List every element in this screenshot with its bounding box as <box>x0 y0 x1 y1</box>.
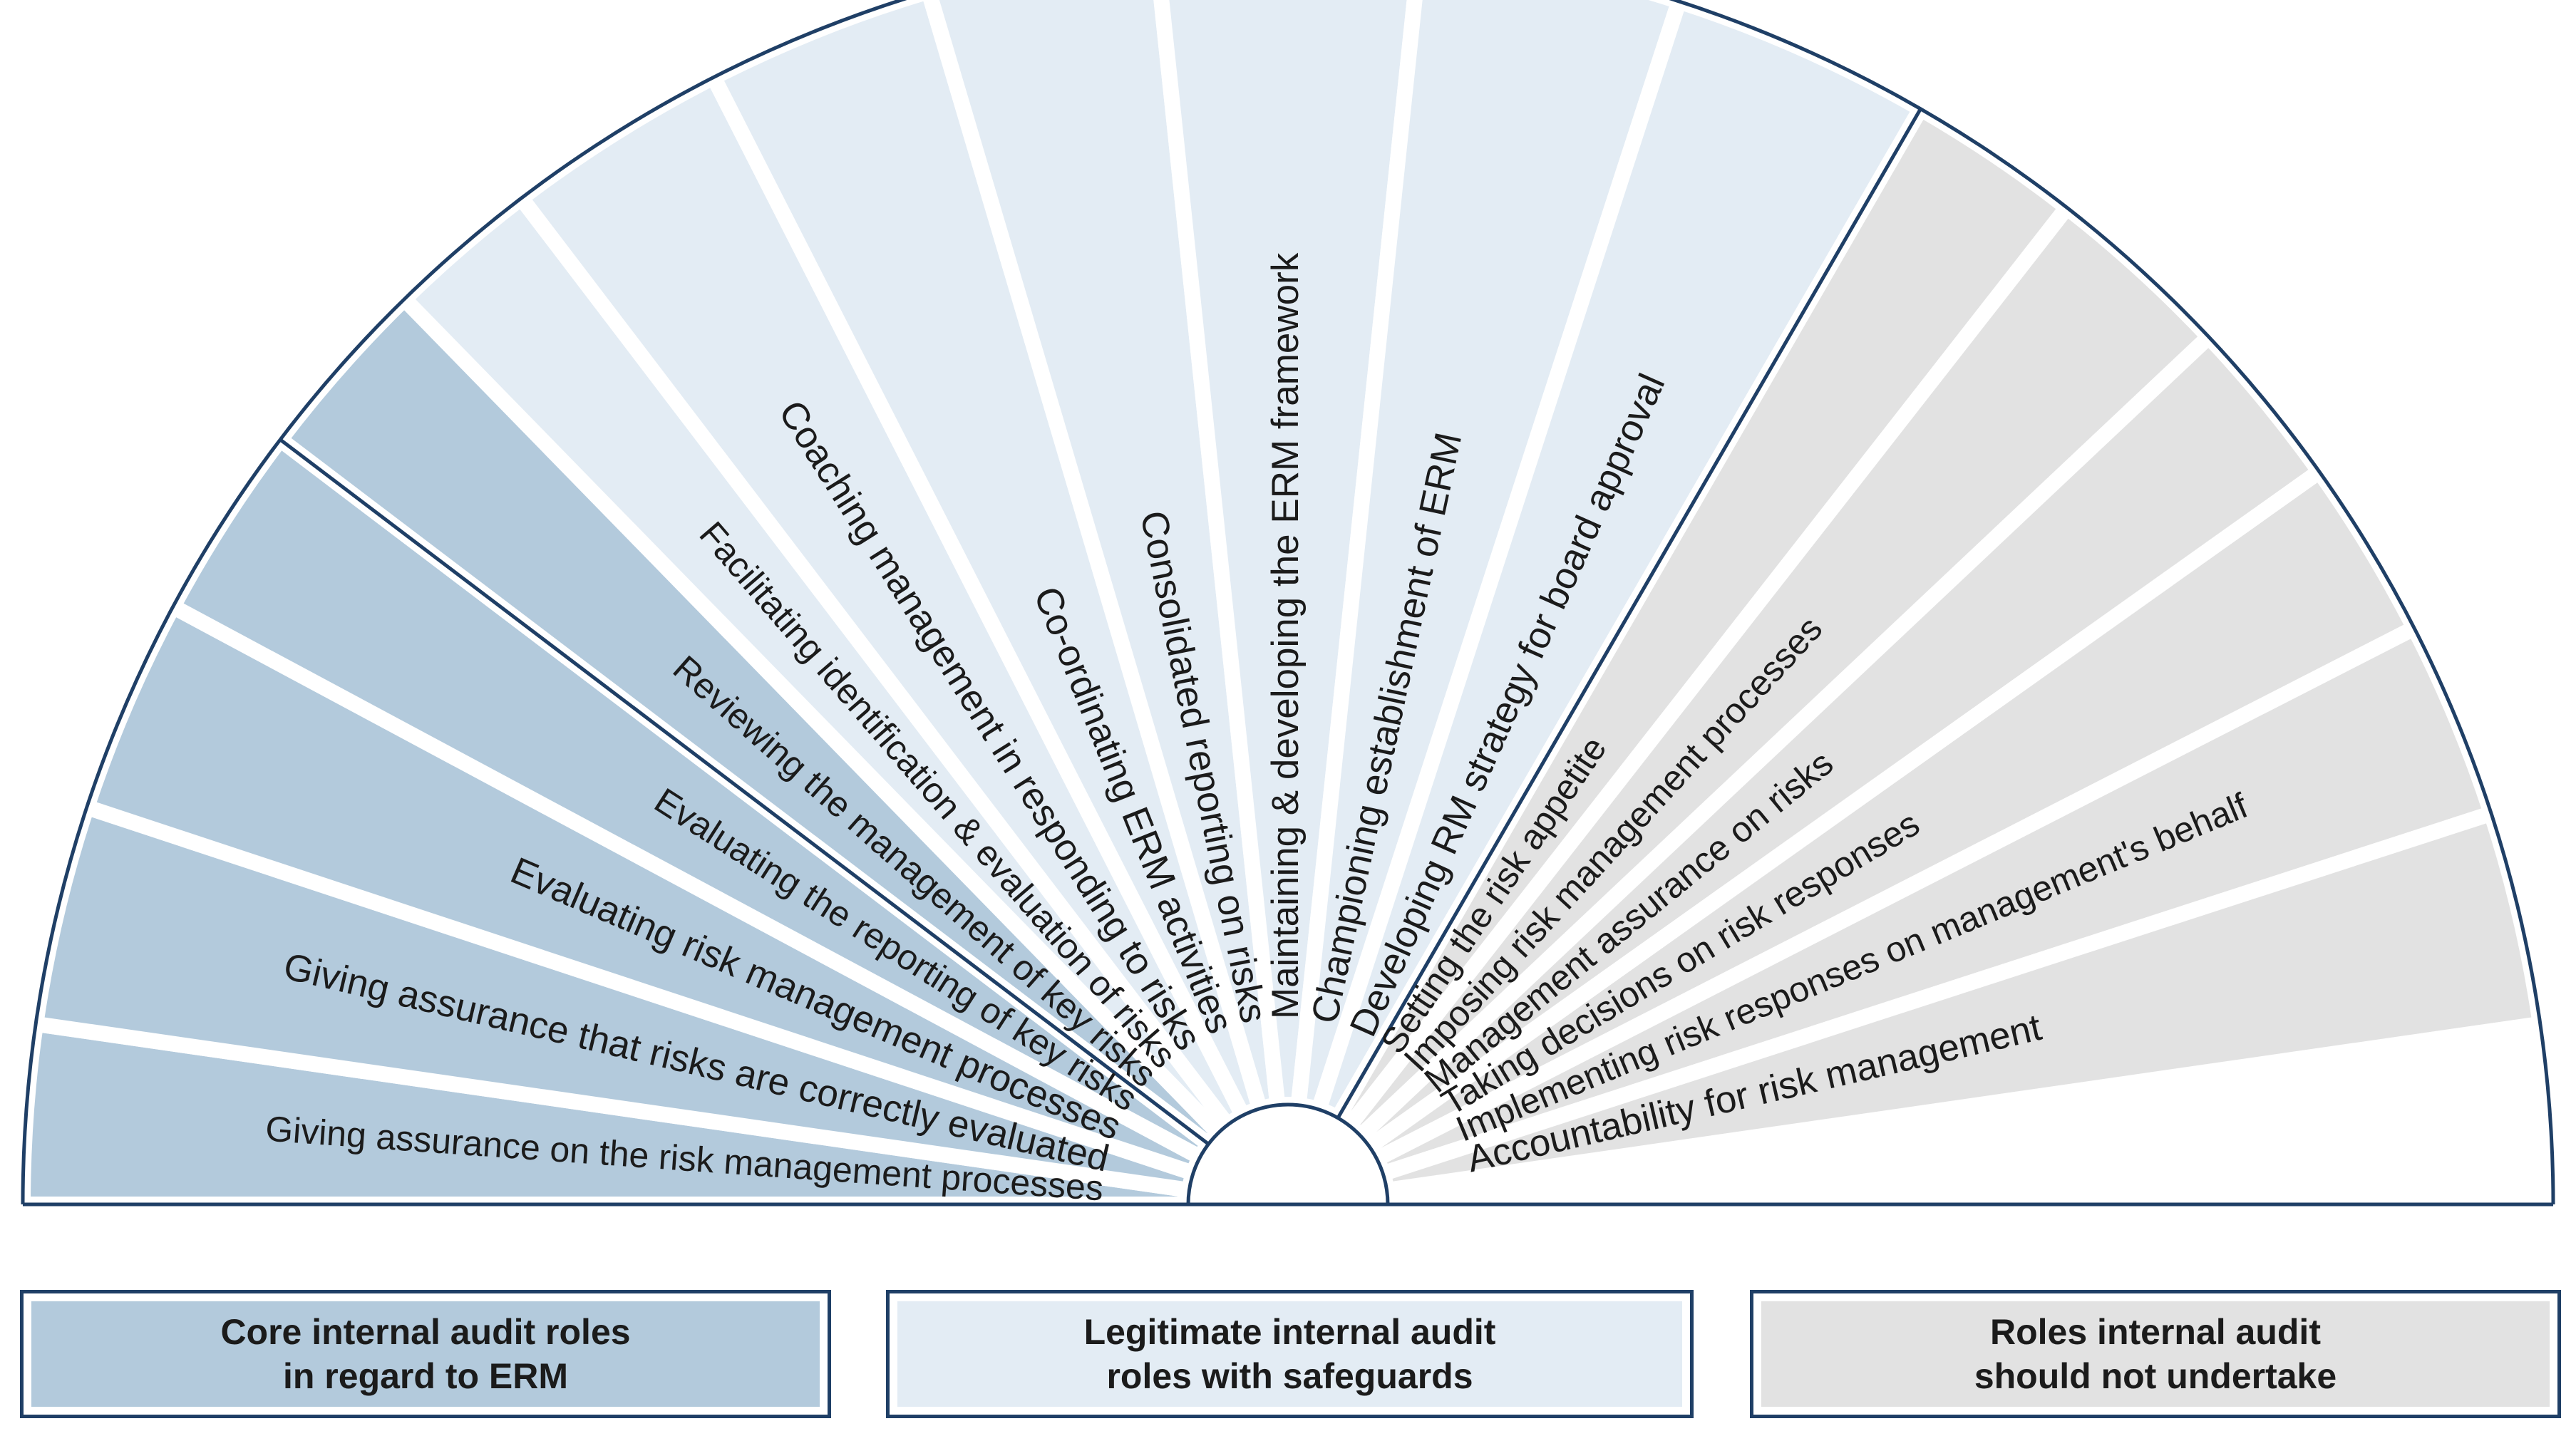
legend-legitimate-label: Legitimate internal audit roles with saf… <box>897 1301 1682 1407</box>
outer-arc <box>21 0 2555 1205</box>
erm-fan-diagram: Giving assurance on the risk management … <box>21 0 2555 1209</box>
legend-not-undertake-label: Roles internal audit should not undertak… <box>1761 1301 2550 1407</box>
legend-core-label: Core internal audit roles in regard to E… <box>31 1301 820 1407</box>
role-label-maintaining-developing-the-erm-framework: Maintaining & developing the ERM framewo… <box>1264 252 1307 1019</box>
legend-not-undertake: Roles internal audit should not undertak… <box>1750 1290 2561 1418</box>
hub-semicircle <box>1186 1102 1390 1207</box>
group-divider <box>279 438 1210 1146</box>
group-divider <box>1336 108 1922 1120</box>
legend-core: Core internal audit roles in regard to E… <box>20 1290 831 1418</box>
legend-legitimate: Legitimate internal audit roles with saf… <box>886 1290 1694 1418</box>
